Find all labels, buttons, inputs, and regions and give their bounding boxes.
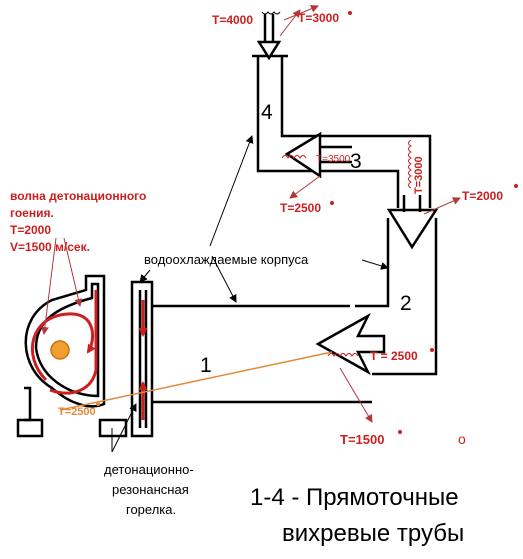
label-section-4: 4 <box>261 101 273 124</box>
label-t-inlet: T=4000 <box>212 13 253 27</box>
label-t-2000-right: T=2000 <box>462 189 503 203</box>
pointer-lines-black <box>111 135 389 453</box>
label-stray-o: o <box>458 431 466 447</box>
label-wave-line-4: V=1500 м/сек. <box>10 240 90 254</box>
label-burner-line-3: горелка. <box>126 502 176 517</box>
tube-2 <box>355 218 438 376</box>
label-t-3500: T=3500 <box>316 154 351 165</box>
label-wave-line-3: T=2000 <box>10 223 51 237</box>
label-t-2500-top: T=2500 <box>280 201 321 215</box>
label-section-1: 1 <box>200 354 212 377</box>
label-burner-line-1: детонационно- <box>104 462 194 477</box>
nozzle-1-icon <box>315 312 386 376</box>
label-t-3000-vertical: T=3000 <box>413 156 425 194</box>
coil-vertical-icon <box>408 139 412 189</box>
label-section-2: 2 <box>400 292 412 315</box>
coil-1-icon <box>327 353 359 357</box>
coil-3-icon <box>281 155 307 159</box>
label-t-outlet: T=3000 <box>298 11 339 25</box>
tube-1 <box>152 304 372 404</box>
label-t-1500: T=1500 <box>340 432 384 447</box>
tube-3 <box>313 134 432 208</box>
caption-line-1: 1-4 - Прямоточные <box>250 484 459 511</box>
flame-core-icon <box>50 340 70 360</box>
beam-line <box>59 351 333 411</box>
flame-swirl-icon <box>30 312 96 382</box>
label-wave-line-2: гоения. <box>10 206 54 220</box>
detonation-burner <box>16 274 128 438</box>
nozzle-2-icon <box>386 208 439 250</box>
nozzle-3-icon <box>284 131 322 179</box>
label-water-cooled: водоохлаждаемые корпуса <box>144 252 309 267</box>
inlet-arrow-icon <box>256 14 282 61</box>
caption-line-2: вихревые трубы <box>282 520 464 547</box>
coil-icon <box>261 11 281 15</box>
label-t-2500-burner: T=2500 <box>58 406 96 418</box>
label-section-3: 3 <box>350 150 362 173</box>
label-t-2500-mid: T = 2500 <box>370 349 418 363</box>
label-wave-line-1: волна детонационного <box>10 189 146 203</box>
label-burner-line-2: резонансная <box>112 482 189 497</box>
pointer-lines-red <box>40 4 461 423</box>
